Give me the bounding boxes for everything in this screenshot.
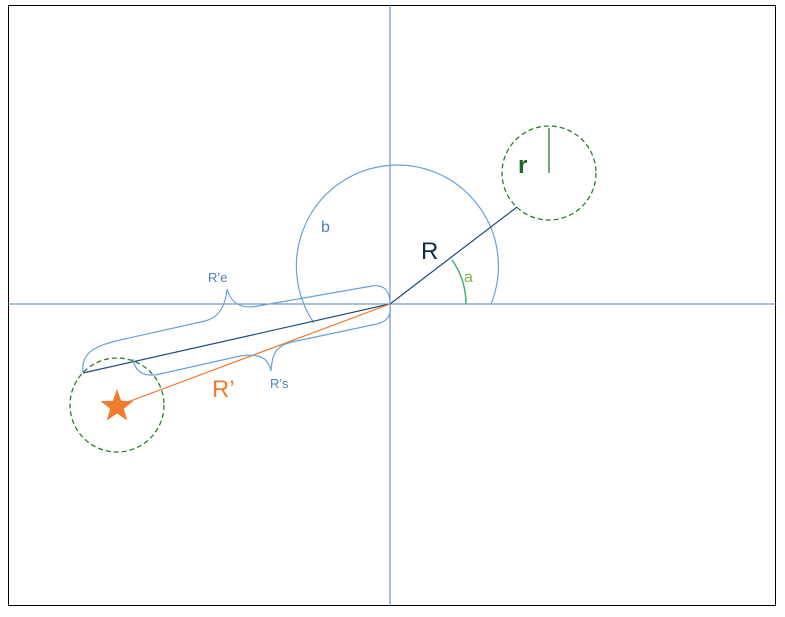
- radius-Re-line: [82, 303, 391, 374]
- brace-Re: [82, 285, 391, 374]
- label-R-s: R’s: [270, 376, 289, 391]
- angle-a-arc: [451, 259, 467, 305]
- label-R-prime: R’: [212, 376, 235, 403]
- angle-b-arc: [295, 164, 499, 324]
- brace-Rs: [132, 303, 391, 376]
- planet-circle-r: [501, 125, 597, 221]
- frame-border: [8, 5, 776, 606]
- star-icon: [100, 389, 134, 421]
- radius-R-line: [389, 206, 518, 305]
- label-R-e: R’e: [208, 270, 228, 285]
- label-r: r: [518, 152, 527, 179]
- label-a: a: [464, 269, 473, 286]
- label-b: b: [321, 219, 330, 236]
- label-R: R: [421, 238, 438, 265]
- star-circle: [69, 357, 165, 453]
